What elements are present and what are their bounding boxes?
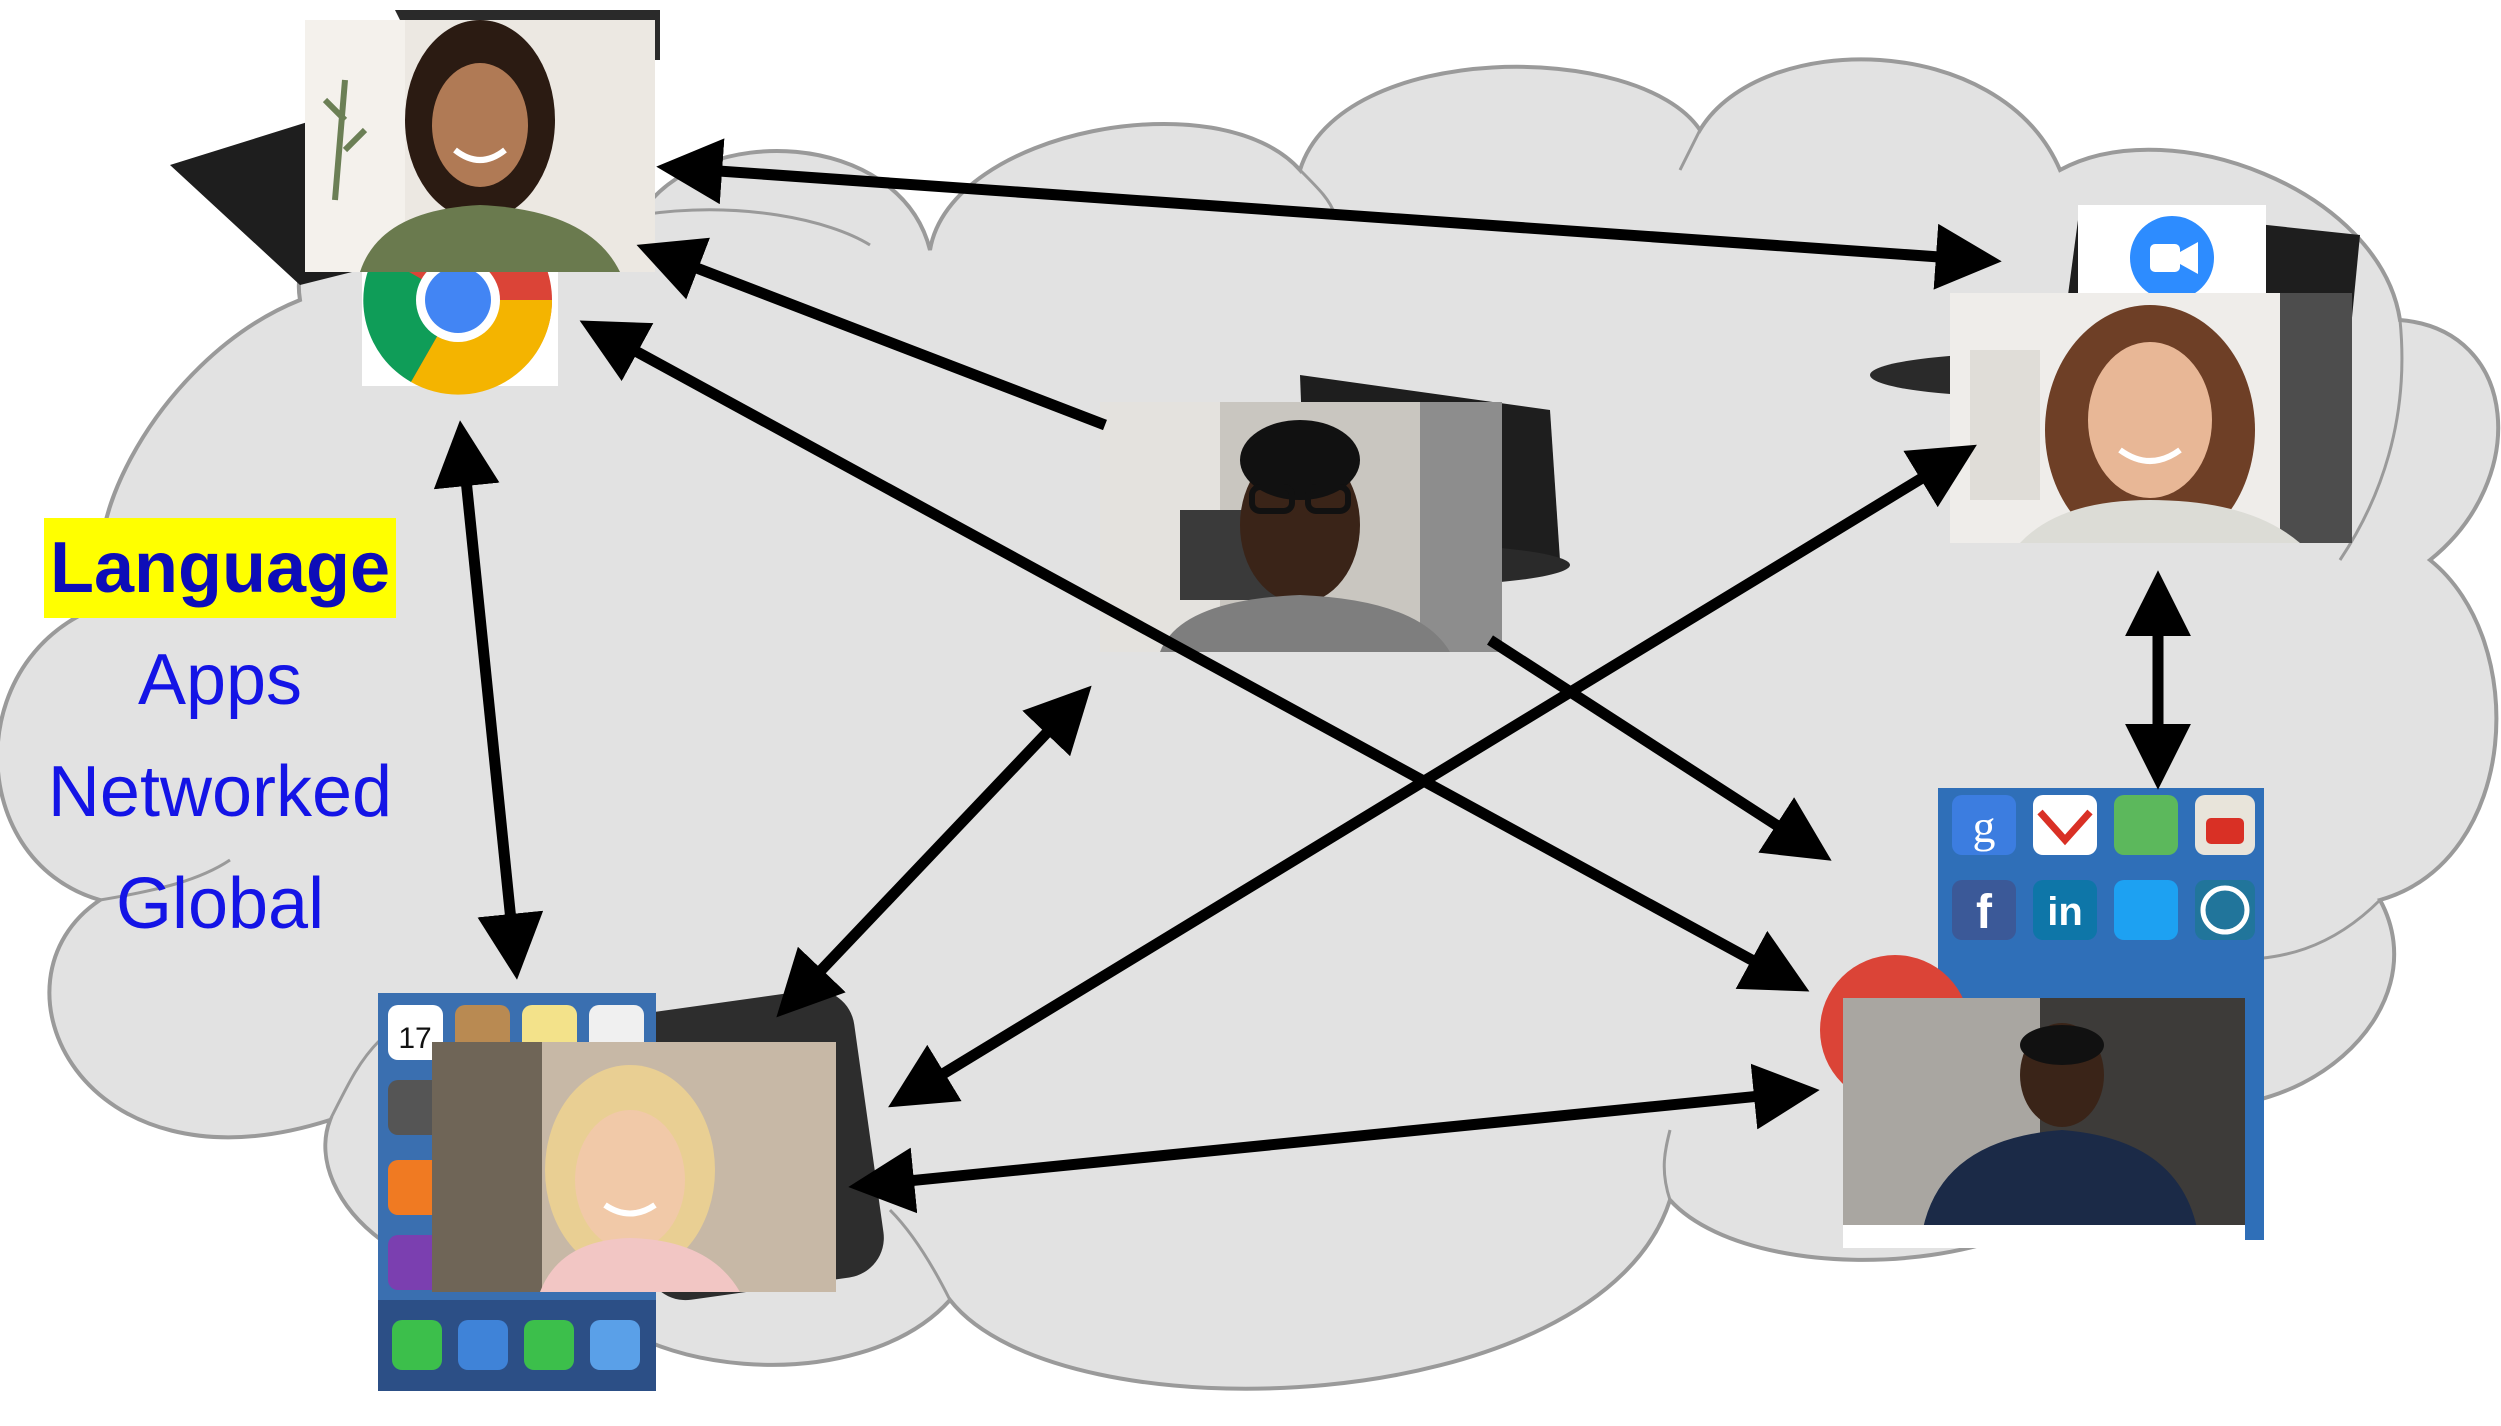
node-bottom-right: g f in	[1820, 788, 2264, 1248]
node-center	[1100, 375, 1570, 652]
concept-labels: Language Apps Networked Global	[0, 512, 440, 960]
svg-text:g: g	[1973, 801, 1996, 852]
arrow-topleft-topright	[656, 138, 2002, 290]
person-video-tile	[432, 1042, 836, 1292]
svg-text:in: in	[2047, 890, 2083, 934]
connection-arrows	[433, 138, 2191, 1214]
node-top-right	[1870, 205, 2360, 543]
arrow-bottomleft-bottomright	[848, 1063, 1820, 1214]
person-video-tile	[1843, 998, 2245, 1248]
person-video-tile	[1950, 293, 2352, 543]
label-global: Global	[115, 864, 325, 944]
node-top-left	[170, 10, 660, 395]
label-apps: Apps	[137, 640, 303, 720]
label-language-line: Language	[0, 512, 440, 624]
person-video-tile	[305, 20, 655, 272]
label-networked: Networked	[47, 752, 393, 832]
arrow-bottomleft-topright	[888, 444, 1977, 1108]
label-language: Language	[43, 518, 397, 618]
zoom-icon	[2078, 205, 2266, 300]
arrow-topleft-bottomleft	[433, 420, 544, 980]
svg-text:17: 17	[398, 1022, 431, 1055]
node-bottom-left: 17	[378, 989, 884, 1391]
svg-text:f: f	[1976, 886, 1993, 939]
person-video-tile	[1100, 402, 1502, 652]
